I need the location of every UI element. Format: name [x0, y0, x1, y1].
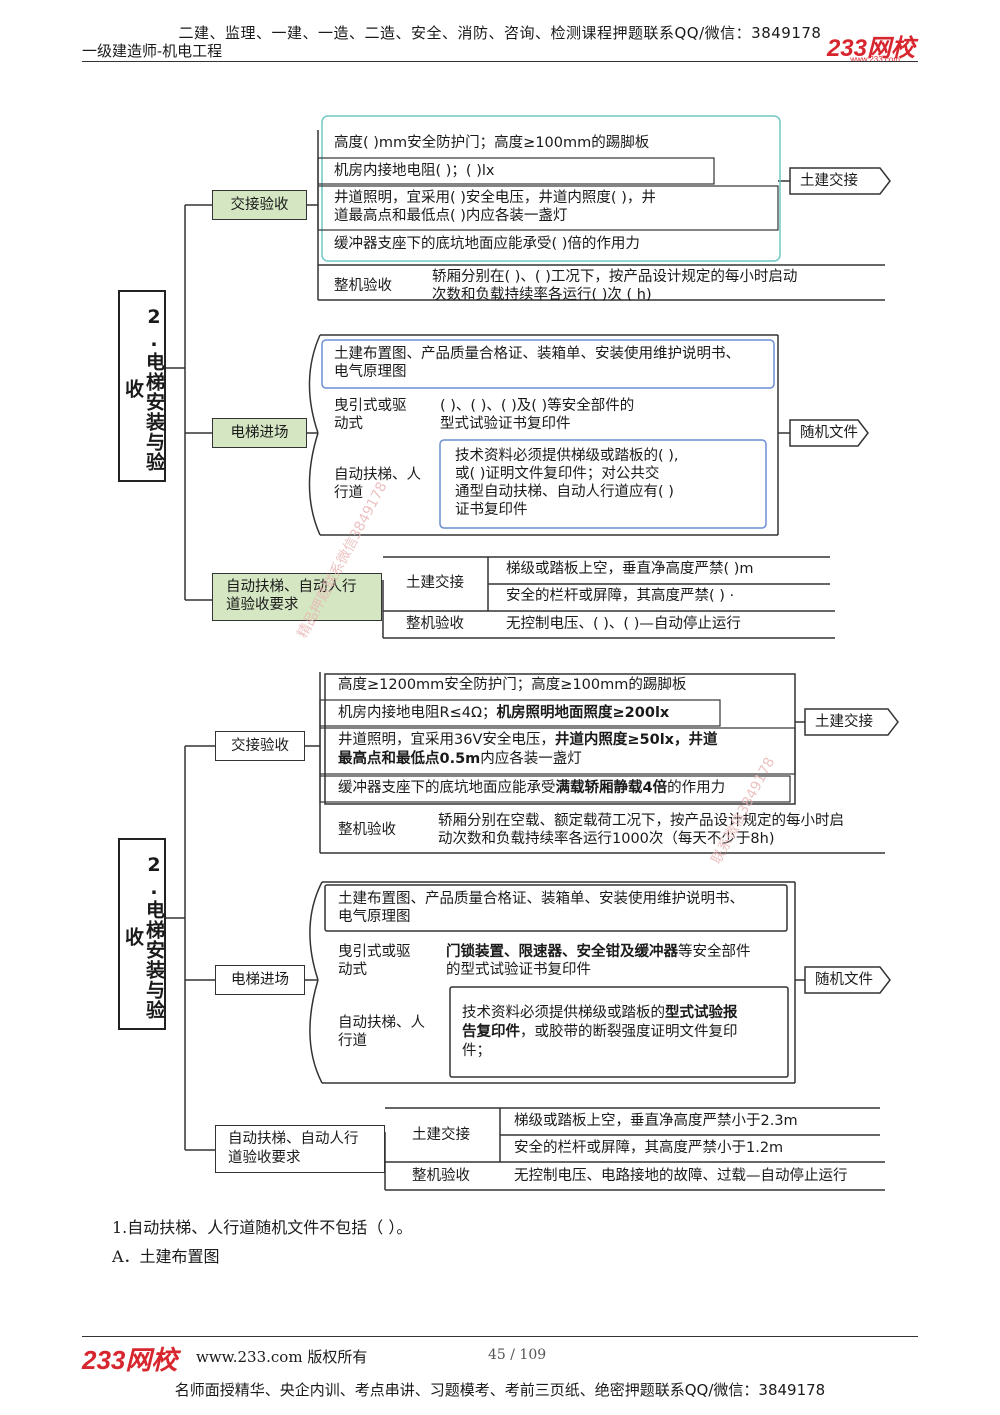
diagram-blank-connectors	[165, 115, 891, 639]
answer-civil-tag: 土建交接	[815, 714, 873, 730]
answer-escalator-label-2: 道验收要求	[228, 1150, 301, 1166]
answer-docs-1: 土建布置图、产品质量合格证、装箱单、安装使用维护说明书、	[338, 891, 744, 907]
handover-item-4: 道最高点和最低点( )内应各装一盏灯	[334, 208, 568, 224]
answer-traction-label-2: 动式	[338, 962, 367, 978]
escalator-civil: 土建交接	[406, 575, 464, 591]
answer-traction-text-2: 的型式试验证书复印件	[446, 962, 591, 978]
traction-label-2: 动式	[334, 416, 363, 432]
header-logo: 233网校	[826, 35, 915, 62]
final-label: 整机验收	[334, 278, 392, 294]
random-tag-shape	[789, 419, 869, 447]
answer-escalator-label-box	[215, 1125, 385, 1173]
handover-item-3: 井道照明，宜采用( )安全电压，井道内照度( )，井	[334, 190, 656, 206]
escalator-civil-1: 梯级或踏板上空，垂直净高度严禁( )m	[506, 561, 754, 577]
answer-entry-label: 电梯进场	[215, 965, 305, 995]
answer-item-3a: 井道照明，宜采用36V安全电压，井道内照度≥50lx，井道	[338, 732, 718, 748]
main-title-answer: 2.电梯安装与验收	[118, 838, 166, 1030]
answer-escalator-civil: 土建交接	[412, 1127, 470, 1143]
header-top-line: 二建、监理、一建、一造、二造、安全、消防、咨询、检测课程押题联系QQ/微信：38…	[178, 24, 822, 42]
answer-docs-2: 电气原理图	[338, 909, 411, 925]
answer-item-1: 高度≥1200mm安全防护门；高度≥100mm的踢脚板	[338, 677, 687, 693]
final-text-1: 轿厢分别在( )、( )工况下，按产品设计规定的每小时启动	[432, 269, 798, 285]
answer-escalator-final: 整机验收	[412, 1168, 470, 1184]
handover-item-5: 缓冲器支座下的底坑地面应能承受( )倍的作用力	[334, 236, 640, 252]
answer-traction-text-1: 门锁装置、限速器、安全钳及缓冲器等安全部件	[446, 944, 751, 960]
entry-label: 电梯进场	[212, 418, 307, 448]
final-text-2: 次数和负载持续率各运行( )次 ( h)	[432, 287, 652, 303]
answer-esc-label-1: 自动扶梯、人	[338, 1015, 425, 1031]
answer-esc-label-2: 行道	[338, 1033, 367, 1049]
diagram-answer-connectors	[165, 672, 899, 1191]
escalator-final: 整机验收	[406, 616, 464, 632]
answer-escalator-civil-2: 安全的栏杆或屏障，其高度严禁小于1.2m	[514, 1140, 784, 1156]
main-title-blank: 2.电梯安装与验收	[118, 290, 166, 482]
esc-label-2: 行道	[334, 485, 363, 501]
blue-highlight-box-1	[321, 339, 775, 389]
answer-item-3b: 最高点和最低点0.5m内应各装一盏灯	[338, 751, 582, 767]
question-stem: 1.自动扶梯、人行道随机文件不包括（ ）。	[112, 1218, 413, 1237]
answer-handover-label: 交接验收	[215, 731, 305, 761]
esc-text-2: 或( )证明文件复印件；对公共交	[455, 466, 660, 482]
esc-text-3: 通型自动扶梯、自动人行道应有( )	[455, 484, 674, 500]
answer-item-2: 机房内接地电阻R≤4Ω；机房照明地面照度≥200lx	[338, 705, 670, 721]
answer-esc-text-1: 技术资料必须提供梯级或踏板的型式试验报	[462, 1005, 738, 1021]
answer-traction-label-1: 曳引式或驱	[338, 944, 411, 960]
escalator-final-text: 无控制电压、( )、( )—自动停止运行	[506, 616, 741, 632]
footer-site: www.233.com 版权所有	[196, 1348, 368, 1366]
answer-escalator-final-text: 无控制电压、电路接地的故障、过载—自动停止运行	[514, 1168, 848, 1184]
docs-line-2: 电气原理图	[334, 364, 407, 380]
answer-final-label: 整机验收	[338, 822, 396, 838]
header-subtitle: 一级建造师-机电工程	[82, 42, 223, 60]
esc-text-1: 技术资料必须提供梯级或踏板的( ),	[455, 448, 679, 464]
handover-item-2: 机房内接地电阻( )；( )lx	[334, 163, 495, 179]
answer-random-tag: 随机文件	[815, 972, 873, 988]
footer-divider	[82, 1336, 918, 1337]
question-option-a: A．土建布置图	[112, 1247, 220, 1266]
handover-item-1: 高度( )mm安全防护门；高度≥100mm的踢脚板	[334, 135, 650, 151]
footer-bottom-line: 名师面授精华、央企内训、考点串讲、习题模考、考前三页纸、绝密押题联系QQ/微信：…	[174, 1381, 826, 1399]
escalator-civil-2: 安全的栏杆或屏障，其高度严禁( ) ·	[506, 588, 735, 604]
random-tag-text: 随机文件	[800, 425, 858, 441]
footer-page-number: 45 / 109	[488, 1347, 547, 1363]
teal-highlight-box	[321, 115, 781, 262]
escalator-label-1: 自动扶梯、自动人行	[226, 579, 357, 595]
escalator-label-2: 道验收要求	[226, 597, 299, 613]
answer-esc-text-2: 告复印件，或胶带的断裂强度证明文件复印	[462, 1024, 738, 1040]
header-logo-url: www.233.com	[850, 55, 900, 64]
docs-line-1: 土建布置图、产品质量合格证、装箱单、安装使用维护说明书、	[334, 346, 740, 362]
blue-highlight-box-2	[439, 439, 767, 529]
traction-label-1: 曳引式或驱	[334, 398, 407, 414]
civil-tag-text: 土建交接	[800, 173, 858, 189]
escalator-label-box	[212, 573, 382, 621]
answer-final-text-1: 轿厢分别在空载、额定载荷工况下，按产品设计规定的每小时启	[438, 813, 844, 829]
esc-text-4: 证书复印件	[455, 502, 528, 518]
traction-text-1: ( )、( )、( )及( )等安全部件的	[440, 398, 635, 414]
civil-tag-shape	[789, 167, 891, 195]
answer-escalator-civil-1: 梯级或踏板上空，垂直净高度严禁小于2.3m	[514, 1113, 798, 1129]
answer-esc-text-3: 件；	[462, 1043, 491, 1059]
answer-escalator-label-1: 自动扶梯、自动人行	[228, 1131, 359, 1147]
esc-label-1: 自动扶梯、人	[334, 467, 421, 483]
handover-label: 交接验收	[212, 190, 307, 220]
answer-final-text-2: 动次数和负载持续率各运行1000次（每天不少于8h)	[438, 831, 775, 847]
answer-item-4: 缓冲器支座下的底坑地面应能承受满载轿厢静载4倍的作用力	[338, 780, 726, 796]
traction-text-2: 型式试验证书复印件	[440, 416, 571, 432]
header-divider	[82, 61, 918, 62]
footer-logo: 233网校	[82, 1345, 178, 1375]
